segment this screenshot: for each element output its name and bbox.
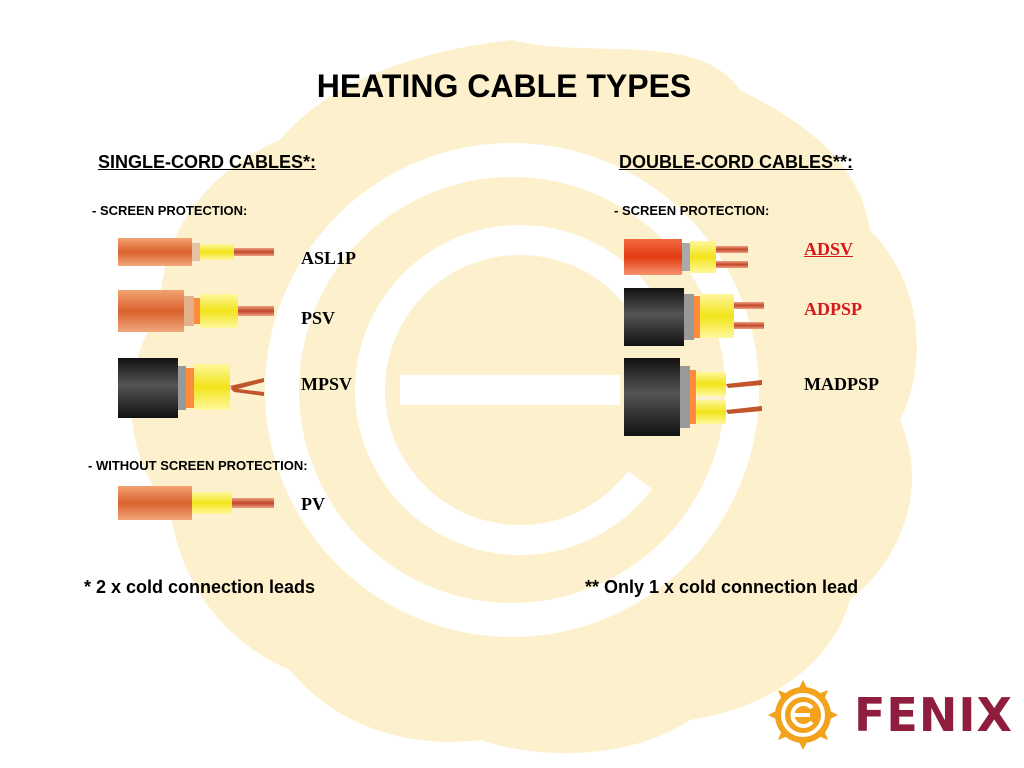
cable-label-pv: PV xyxy=(301,494,325,514)
fenix-logo-text: FENIX xyxy=(854,688,1013,742)
cable-label-psv: PSV xyxy=(301,308,336,328)
cable-label-madpsp: MADPSP xyxy=(804,374,879,394)
double-cord-heading: DOUBLE-CORD CABLES**: xyxy=(619,152,853,172)
cable-adsv-illustration xyxy=(624,239,748,275)
double-screen-heading: - SCREEN PROTECTION: xyxy=(614,203,770,218)
cable-label-adpsp: ADPSP xyxy=(804,299,862,319)
cable-asl1p-illustration xyxy=(118,238,274,266)
cable-adpsp-illustration xyxy=(624,288,764,346)
cable-psv-illustration xyxy=(118,290,274,332)
single-cord-heading: SINGLE-CORD CABLES*: xyxy=(98,152,317,172)
cable-pv-illustration xyxy=(118,486,274,520)
cable-label-mpsv: MPSV xyxy=(301,374,352,394)
double-footnote: ** Only 1 x cold connection lead xyxy=(585,577,859,597)
page-title: HEATING CABLE TYPES xyxy=(316,68,692,104)
cable-mpsv-illustration xyxy=(118,358,264,418)
single-footnote: * 2 x cold connection leads xyxy=(84,577,316,597)
single-noscreen-heading: - WITHOUT SCREEN PROTECTION: xyxy=(88,458,308,473)
fenix-logo: FENIX xyxy=(768,680,1012,750)
single-screen-heading: - SCREEN PROTECTION: xyxy=(92,203,248,218)
sun-e-logo-icon xyxy=(768,680,838,750)
cable-label-asl1p: ASL1P xyxy=(301,248,357,268)
cable-madpsp-illustration xyxy=(624,358,762,436)
cable-link-adsv[interactable]: ADSV xyxy=(804,239,854,259)
